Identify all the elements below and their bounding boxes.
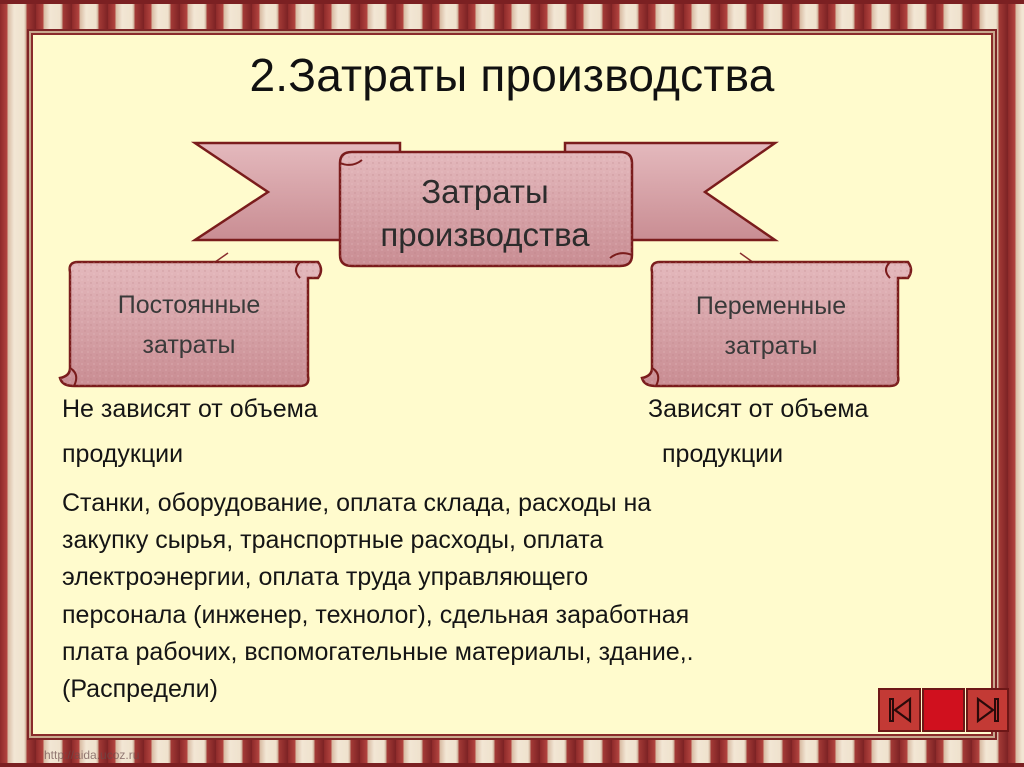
cost-items-line: (Распредели) — [62, 675, 218, 704]
cost-items-line: плата рабочих, вспомогательные материалы… — [62, 637, 694, 666]
cost-items-line: закупку сырья, транспортные расходы, опл… — [62, 526, 604, 555]
cost-items-paragraph: Станки, оборудование, оплата склада, рас… — [62, 485, 962, 708]
cost-items-line: персонала (инженер, технолог), сдельная … — [62, 600, 690, 629]
banner-label-line2: производства — [380, 216, 590, 253]
fixed-costs-label-line2: затраты — [142, 331, 236, 359]
last-slide-button[interactable] — [966, 688, 1009, 732]
banner-label-line1: Затраты — [421, 173, 549, 210]
first-slide-button[interactable] — [878, 688, 921, 732]
variable-costs-label-line1: Переменные — [695, 292, 847, 320]
fixed-costs-label: Постоянные затраты — [76, 285, 302, 365]
slide-title: 2.Затраты производства — [249, 49, 775, 101]
variable-costs-description-line2: продукции — [662, 440, 784, 468]
watermark-url: http://aida.ucoz.ru — [44, 748, 140, 762]
variable-costs-label: Переменные затраты — [652, 286, 890, 366]
first-slide-icon — [888, 696, 911, 724]
fixed-costs-description-line1: Не зависят от объема — [62, 395, 318, 423]
frame-top-band — [0, 0, 1024, 4]
cost-items-line: электроэнергии, оплата труда управляющег… — [62, 563, 589, 592]
scroll-variable-costs — [640, 260, 913, 388]
current-slide-button[interactable] — [922, 688, 965, 732]
fixed-costs-description-line2: продукции — [62, 440, 184, 468]
banner-label: Затраты производства — [340, 170, 630, 256]
last-slide-icon — [976, 696, 999, 724]
cost-items-line: Станки, оборудование, оплата склада, рас… — [62, 489, 652, 517]
frame-bottom-band — [0, 763, 1024, 767]
scroll-fixed-costs — [58, 260, 323, 388]
variable-costs-description-line1: Зависят от объема — [648, 395, 869, 423]
banner-ribbon — [190, 141, 780, 268]
fixed-costs-label-line1: Постоянные — [117, 291, 261, 319]
variable-costs-label-line2: затраты — [724, 332, 818, 360]
